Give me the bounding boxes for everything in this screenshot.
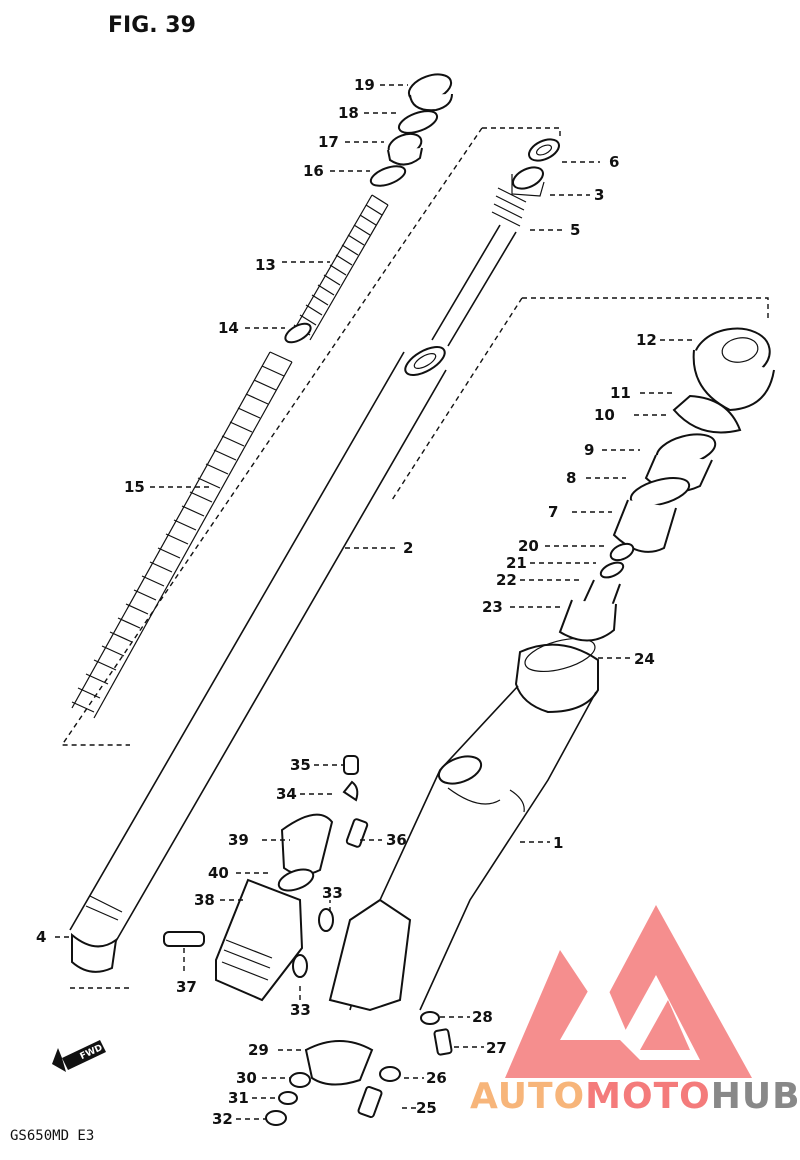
label-11: 11 xyxy=(610,384,631,402)
caliper-assembly xyxy=(215,755,359,1002)
bracket-right xyxy=(391,297,769,501)
label-15: 15 xyxy=(124,478,145,496)
label-33-top: 33 xyxy=(322,884,343,902)
label-28: 28 xyxy=(472,1008,493,1026)
model-code: GS650MD E3 xyxy=(10,1128,94,1144)
lower-bushing xyxy=(71,932,118,973)
seal-stack xyxy=(558,327,775,642)
bracket-left xyxy=(60,127,561,746)
label-19: 19 xyxy=(354,76,375,94)
label-17: 17 xyxy=(318,133,339,151)
label-36: 36 xyxy=(386,831,407,849)
label-5: 5 xyxy=(570,221,580,239)
label-14: 14 xyxy=(218,319,239,337)
label-8: 8 xyxy=(566,469,576,487)
label-25: 25 xyxy=(416,1099,437,1117)
label-7: 7 xyxy=(548,503,558,521)
label-39: 39 xyxy=(228,831,249,849)
damper-rod xyxy=(431,138,560,347)
label-10: 10 xyxy=(594,406,615,424)
inner-tube xyxy=(69,346,447,949)
label-16: 16 xyxy=(303,162,324,180)
label-3: 3 xyxy=(594,186,604,204)
label-35: 35 xyxy=(290,756,311,774)
fwd-arrow-icon: FWD xyxy=(52,1040,106,1072)
label-32: 32 xyxy=(212,1110,233,1128)
label-21: 21 xyxy=(506,554,527,572)
long-spring xyxy=(71,351,293,719)
label-27: 27 xyxy=(486,1039,507,1057)
label-2: 2 xyxy=(403,539,413,557)
label-1: 1 xyxy=(553,834,563,852)
label-22: 22 xyxy=(496,571,517,589)
label-30: 30 xyxy=(236,1069,257,1087)
outer-tube xyxy=(349,637,599,1011)
fork-spring xyxy=(284,194,389,344)
figure-title: FIG. 39 xyxy=(108,13,196,38)
label-24: 24 xyxy=(634,650,655,668)
watermark-text: AUTOMOTOHUB xyxy=(470,1076,800,1117)
label-34: 34 xyxy=(276,785,297,803)
fork-cap-parts xyxy=(369,73,453,187)
label-33-bottom: 33 xyxy=(290,1001,311,1019)
label-4: 4 xyxy=(36,928,46,946)
label-29: 29 xyxy=(248,1041,269,1059)
label-13: 13 xyxy=(255,256,276,274)
label-9: 9 xyxy=(584,441,594,459)
leader-lines xyxy=(55,84,692,1120)
axle-holder xyxy=(163,818,453,1126)
label-6: 6 xyxy=(609,153,619,171)
label-31: 31 xyxy=(228,1089,249,1107)
automotohub-logo-icon xyxy=(505,905,752,1078)
label-40: 40 xyxy=(208,864,229,882)
label-37: 37 xyxy=(176,978,197,996)
label-18: 18 xyxy=(338,104,359,122)
label-38: 38 xyxy=(194,891,215,909)
part-labels: 19 18 17 16 6 3 5 13 14 15 2 4 12 11 10 … xyxy=(36,76,657,1128)
label-12: 12 xyxy=(636,331,657,349)
label-20: 20 xyxy=(518,537,539,555)
label-26: 26 xyxy=(426,1069,447,1087)
label-23: 23 xyxy=(482,598,503,616)
